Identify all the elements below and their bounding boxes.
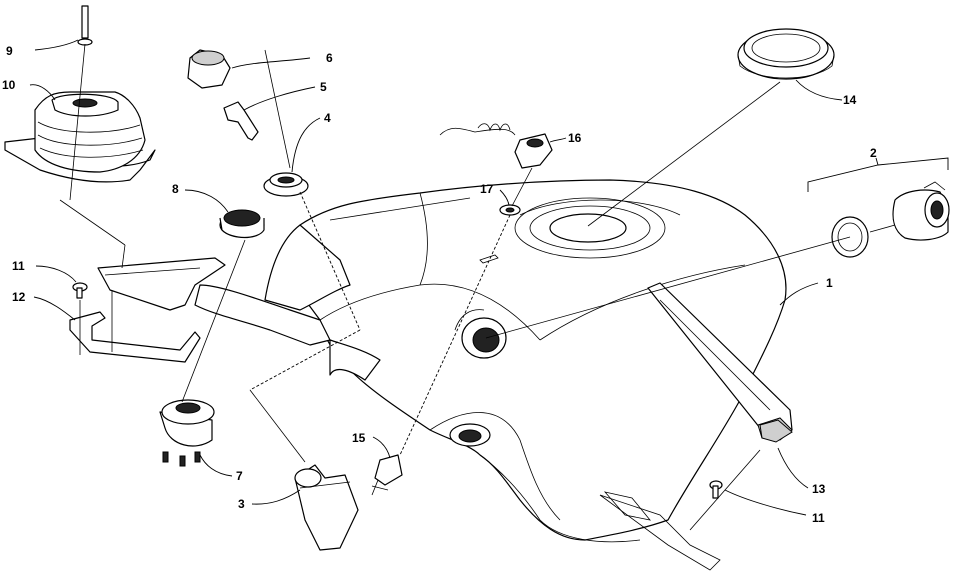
- callout-13: 13: [812, 482, 826, 496]
- filler-ring-part-14: [737, 28, 835, 80]
- callout-2: 2: [870, 146, 877, 160]
- fuel-tank: [194, 179, 793, 571]
- screw-part-11-left: [72, 282, 88, 299]
- callout-7: 7: [236, 469, 243, 483]
- callout-9: 9: [6, 44, 13, 58]
- callout-10: 10: [2, 78, 16, 92]
- sensor-lead-part-16: [439, 123, 553, 169]
- callout-14: 14: [843, 93, 857, 107]
- callout-labels: 1 2 3 4 5 6 7 8 9 10 11 11 12 13 14 15 1…: [2, 44, 877, 525]
- callout-1: 1: [826, 276, 833, 290]
- bracket-part-12: [69, 257, 226, 363]
- callout-12: 12: [12, 290, 26, 304]
- sensor-part-3: [294, 464, 359, 551]
- callout-8: 8: [172, 182, 179, 196]
- leader-lines: [29, 39, 949, 531]
- callout-17: 17: [480, 182, 494, 196]
- callout-11-right: 11: [812, 511, 825, 525]
- rubber-boot-part-10: [4, 91, 156, 183]
- callout-16: 16: [568, 131, 582, 145]
- ignition-switch-part-7: [159, 399, 215, 467]
- fitting-part-15: [371, 454, 403, 496]
- callout-6: 6: [326, 51, 333, 65]
- cap-assembly-part-2: [831, 181, 950, 258]
- callout-3: 3: [238, 497, 245, 511]
- callout-4: 4: [324, 111, 331, 125]
- grommet-part-4: [263, 172, 309, 197]
- key-cap-part-6: [187, 49, 231, 89]
- seal-part-17: [499, 204, 521, 216]
- callout-11-left: 11: [12, 259, 25, 273]
- nut-part-8: [219, 209, 265, 239]
- key-part-5: [223, 101, 259, 141]
- callout-5: 5: [320, 80, 327, 94]
- callout-15: 15: [352, 431, 366, 445]
- screw-part-11-right: [709, 480, 723, 499]
- bumper-part-13: [759, 419, 793, 443]
- rivet-part-9: [77, 5, 93, 46]
